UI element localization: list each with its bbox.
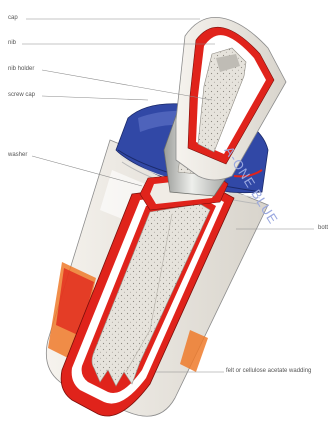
label-screw-cap: screw cap (8, 92, 35, 99)
leader-screw-cap (42, 96, 148, 100)
label-bottle: bott (318, 225, 328, 232)
label-nib-holder: nib holder (8, 66, 34, 73)
label-wadding: felt or cellulose acetate wadding (226, 368, 311, 375)
label-nib: nib (8, 40, 16, 47)
label-washer: washer (8, 152, 27, 159)
label-cap: cap (8, 15, 18, 22)
